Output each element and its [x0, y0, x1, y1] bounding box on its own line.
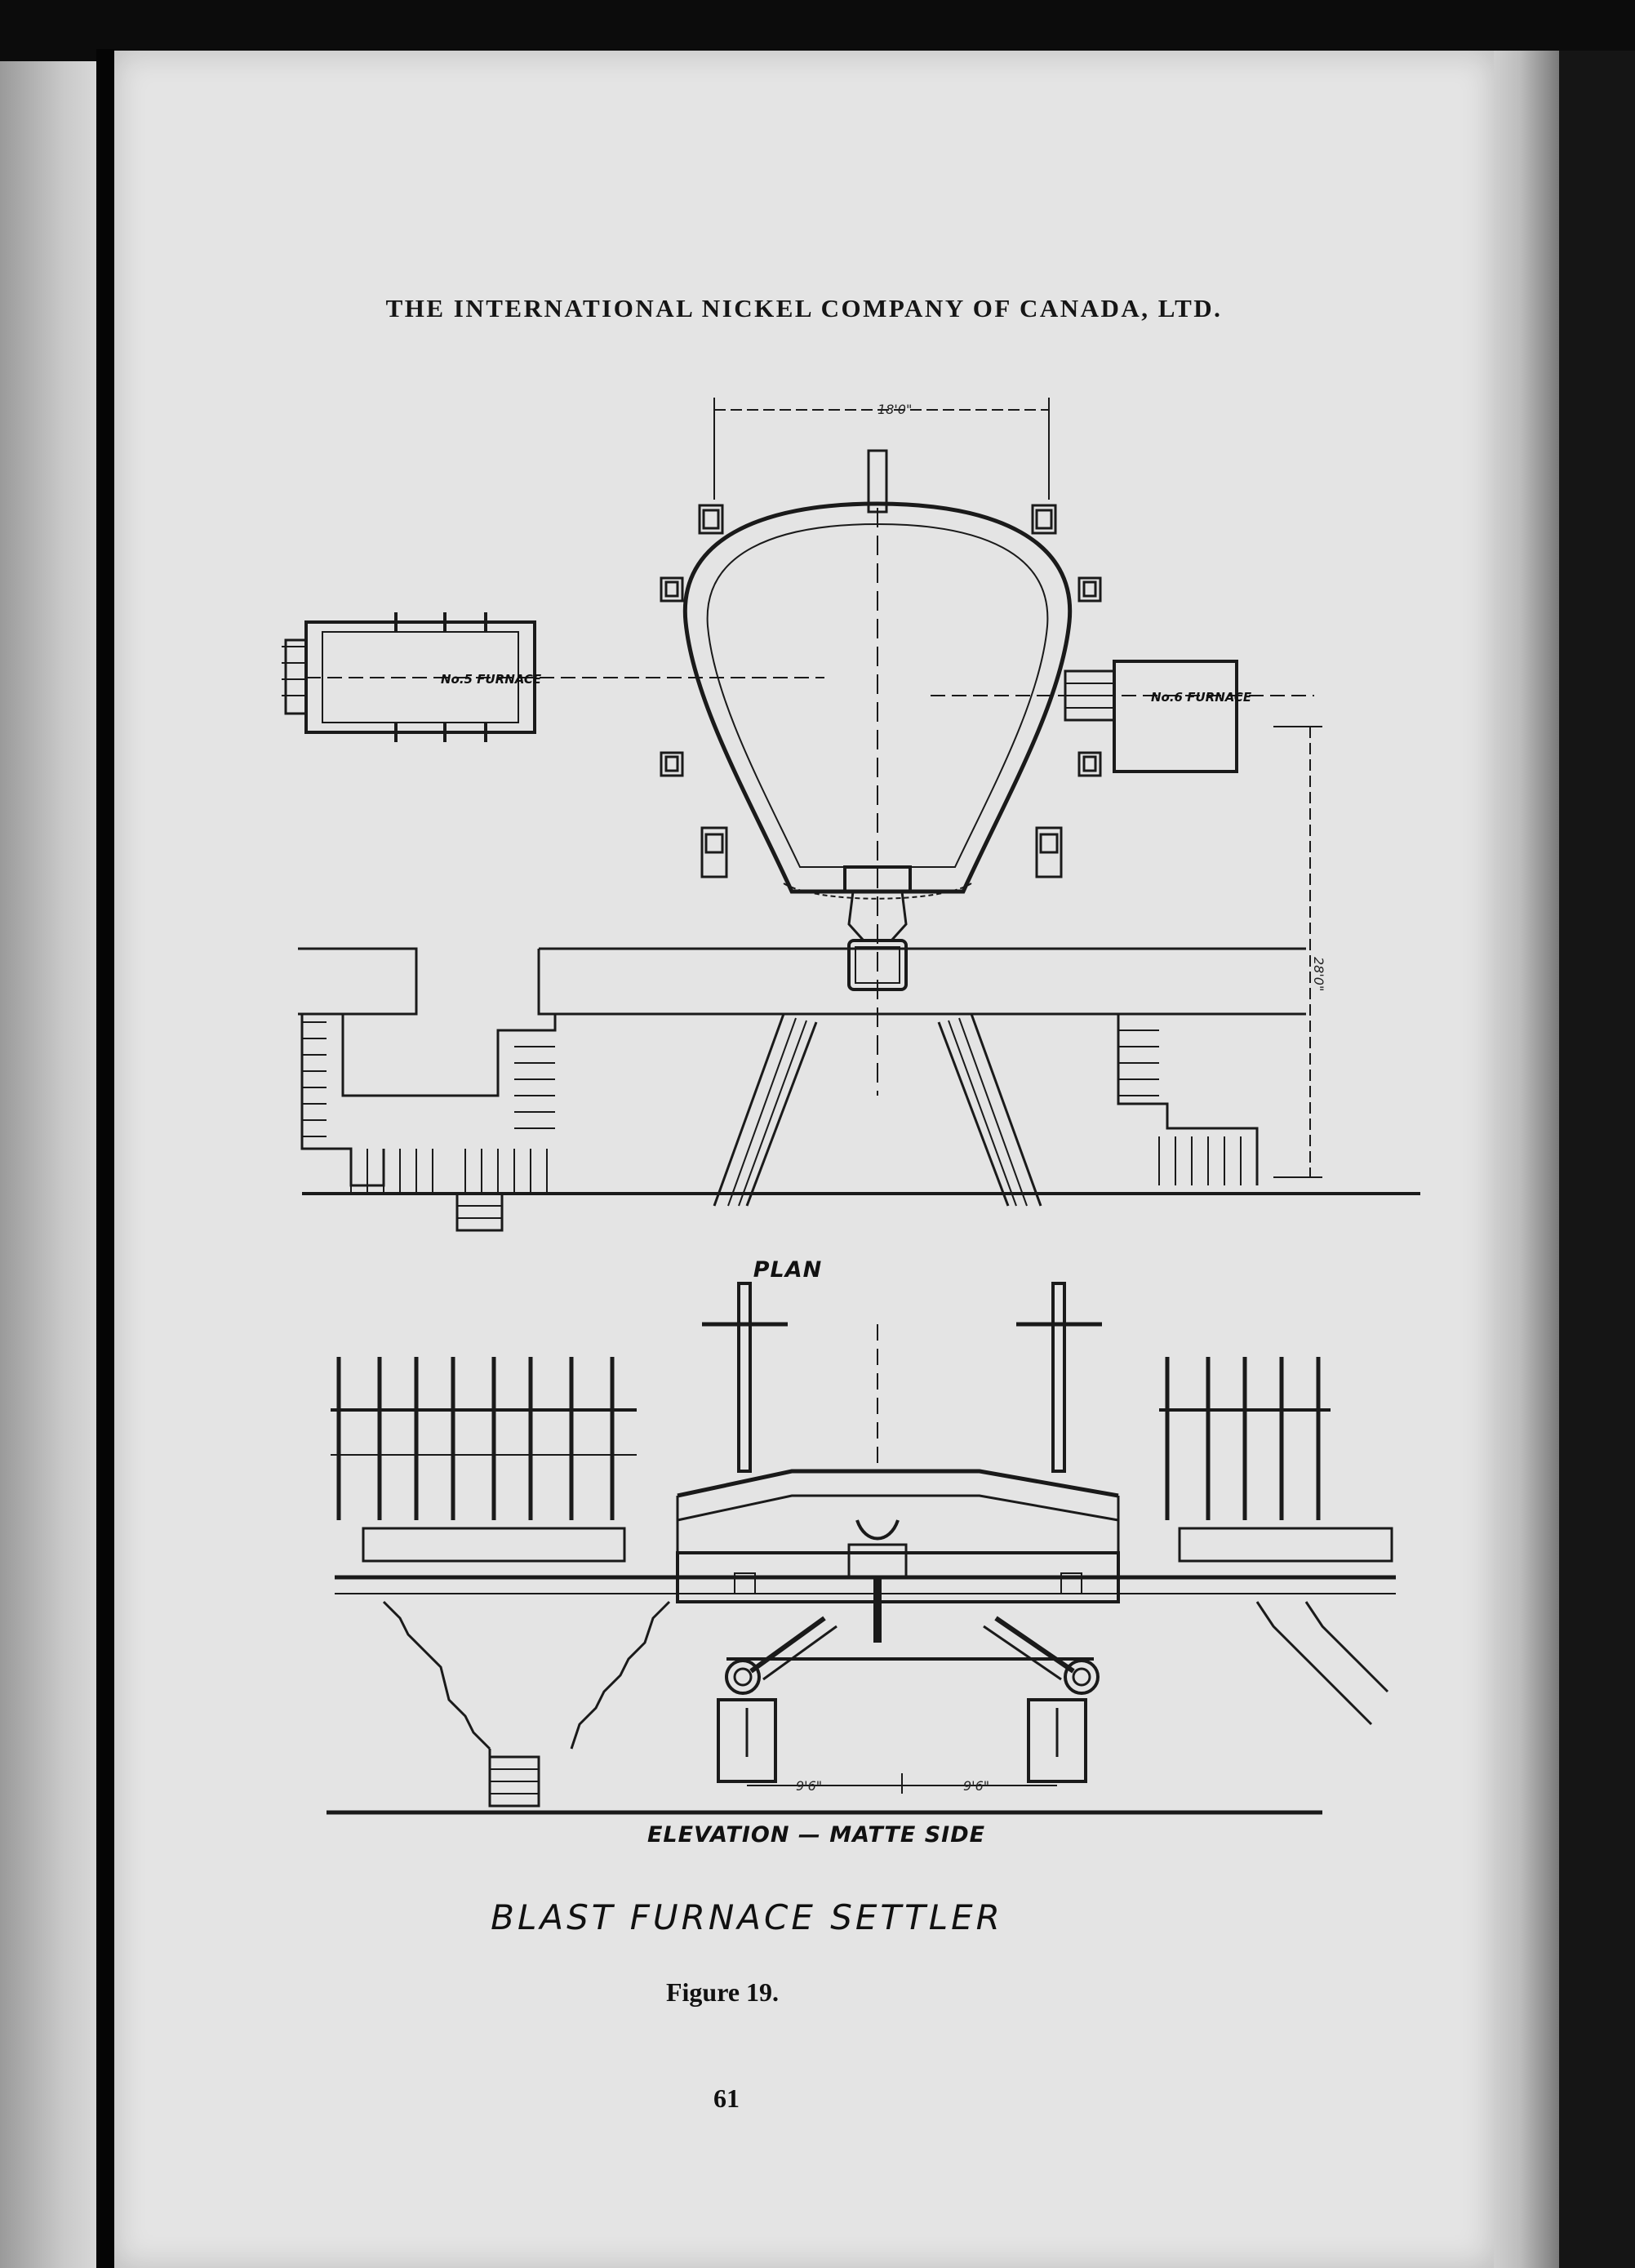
- bottom-dimension-right: 9'6": [963, 1778, 989, 1794]
- plan-label: PLAN: [753, 1257, 823, 1283]
- furnace-left-label: No.5 FURNACE: [441, 672, 542, 687]
- plan-view: 18'0": [282, 398, 1420, 1232]
- scan-background: [1559, 51, 1635, 2268]
- top-dimension: 18'0": [877, 402, 912, 417]
- engineering-drawing: 18'0": [282, 398, 1420, 1815]
- book-gutter: [96, 49, 114, 2268]
- figure-title: BLAST FURNACE SETTLER: [491, 1897, 1003, 1937]
- furnace-right-label: No.6 FURNACE: [1151, 690, 1252, 705]
- book-page: THE INTERNATIONAL NICKEL COMPANY OF CANA…: [114, 51, 1494, 2268]
- page-stack-edge: [1494, 51, 1559, 2268]
- bottom-dimension-left: 9'6": [796, 1778, 822, 1794]
- running-header: THE INTERNATIONAL NICKEL COMPANY OF CANA…: [385, 294, 1223, 322]
- elevation-label: ELEVATION — MATTE SIDE: [646, 1822, 986, 1848]
- figure-number: Figure 19.: [665, 1977, 780, 2007]
- side-dimension: 28'0": [1311, 957, 1326, 991]
- page-number: 61: [713, 2083, 740, 2113]
- facing-page-edge: [0, 61, 106, 2268]
- elevation-view: 9'6" 9'6": [327, 1282, 1396, 1815]
